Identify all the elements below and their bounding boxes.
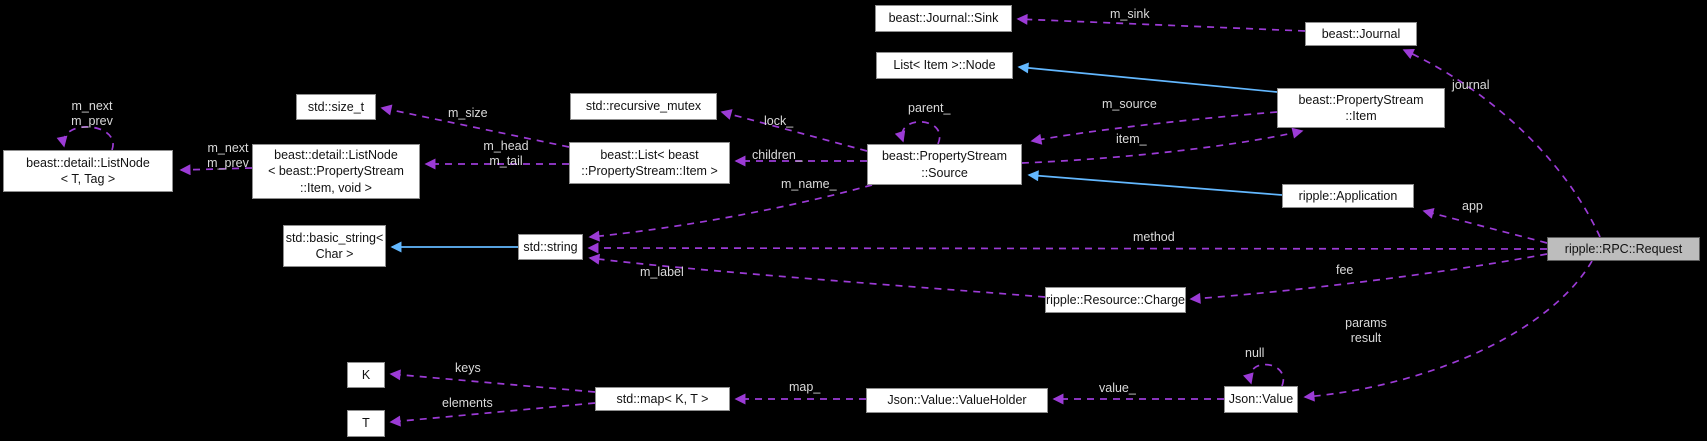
- edge-parent-self-loop: [894, 121, 941, 145]
- edge-label-m-source: m_source: [1102, 97, 1157, 111]
- edge-listnode-self-loop: [56, 126, 114, 151]
- edge-elements: [389, 402, 596, 427]
- node-std-string[interactable]: std::string: [518, 234, 583, 260]
- node-ripple-application[interactable]: ripple::Application: [1282, 184, 1414, 208]
- edge-label-elements: elements: [442, 396, 493, 410]
- node-t[interactable]: T: [347, 410, 385, 437]
- edge-m-sink: [1016, 13, 1306, 32]
- edge-label-m-next-m-prev: m_next m_prev: [207, 141, 249, 170]
- edge-label-m-size: m_size: [448, 106, 488, 120]
- node-beast-journal[interactable]: beast::Journal: [1305, 22, 1417, 46]
- edge-label-app: app: [1462, 199, 1483, 213]
- edge-journal: [1402, 48, 1601, 238]
- edge-label-value: value_: [1099, 381, 1136, 395]
- edge-item-inherits-node: [1017, 62, 1278, 93]
- edge-item: [1021, 127, 1304, 164]
- edge-label-fee: fee: [1336, 263, 1354, 277]
- edge-label-children: children_: [752, 148, 803, 162]
- node-ripple-rpc-request[interactable]: ripple::RPC::Request: [1547, 237, 1700, 261]
- edge-label-params-result: params result: [1345, 316, 1387, 345]
- node-resource-charge[interactable]: ripple::Resource::Charge: [1045, 287, 1186, 313]
- edge-m-source: [1030, 111, 1278, 145]
- edge-m-name: [588, 184, 873, 242]
- edge-params-result: [1303, 260, 1593, 402]
- edge-null-self-loop: [1243, 363, 1285, 387]
- node-property-stream-source[interactable]: beast::PropertyStream ::Source: [867, 144, 1022, 185]
- node-beast-journal-sink[interactable]: beast::Journal::Sink: [875, 5, 1012, 32]
- edge-label-null: null: [1245, 346, 1265, 360]
- edge-label-method: method: [1133, 230, 1175, 244]
- edge-label-m-next-m-prev-self: m_next m_prev: [71, 99, 113, 128]
- edge-lock: [720, 109, 868, 152]
- edge-label-m-label: m_label: [640, 265, 684, 279]
- node-std-map[interactable]: std::map< K, T >: [595, 387, 730, 411]
- node-std-recursive-mutex[interactable]: std::recursive_mutex: [570, 93, 717, 120]
- edge-label-lock: lock_: [764, 114, 794, 128]
- node-property-stream-item[interactable]: beast::PropertyStream ::Item: [1277, 88, 1445, 128]
- edge-label-m-head-m-tail: m_head m_tail: [483, 139, 529, 168]
- node-k[interactable]: K: [347, 362, 385, 388]
- edge-method: [587, 242, 1548, 254]
- node-listnode-t-tag[interactable]: beast::detail::ListNode < T, Tag >: [3, 150, 173, 192]
- edge-fee: [1189, 253, 1548, 304]
- edge-label-keys: keys: [455, 361, 481, 375]
- node-json-value[interactable]: Json::Value: [1224, 386, 1298, 413]
- node-beast-list[interactable]: beast::List< beast ::PropertyStream::Ite…: [569, 142, 730, 184]
- node-listnode-item-void[interactable]: beast::detail::ListNode < beast::Propert…: [252, 144, 420, 199]
- node-std-size-t[interactable]: std::size_t: [296, 94, 376, 120]
- node-list-item-node[interactable]: List< Item >::Node: [876, 52, 1013, 79]
- edge-label-map: map_: [789, 380, 821, 394]
- node-json-value-holder[interactable]: Json::Value::ValueHolder: [866, 388, 1048, 413]
- edge-label-item: item_: [1116, 132, 1147, 146]
- edge-keys: [389, 369, 596, 393]
- edge-m-size: [380, 104, 570, 148]
- edge-label-m-sink: m_sink: [1110, 7, 1150, 21]
- edge-application-inherits-source: [1027, 170, 1283, 196]
- edge-app: [1422, 208, 1548, 244]
- edge-label-m-name: m_name_: [781, 177, 837, 191]
- edge-m-label: [588, 253, 1046, 298]
- edge-label-journal: journal: [1452, 78, 1490, 92]
- edge-label-parent: parent_: [908, 101, 951, 115]
- node-std-basic-string[interactable]: std::basic_string< Char >: [283, 225, 386, 267]
